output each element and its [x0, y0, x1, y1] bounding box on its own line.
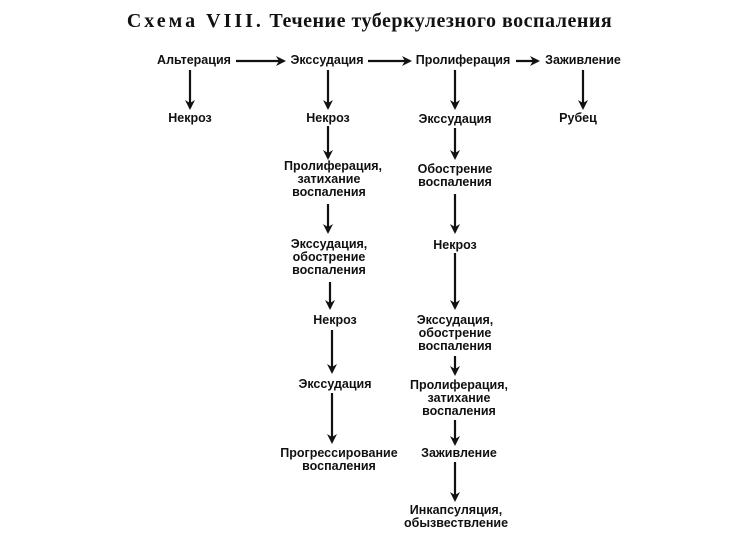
node-c2-progression: Прогрессирование воспаления [280, 446, 398, 473]
node-c2-exudation: Экссудация [298, 377, 372, 391]
title-lead: Схема VIII. [126, 10, 264, 32]
node-c3-proliferation: Пролиферация, затихание воспаления [409, 378, 509, 418]
node-c2-exudation-aggravation: Экссудация, обострение воспаления [290, 237, 368, 277]
node-proliferation-top: Пролиферация [415, 53, 511, 67]
node-c3-necrosis: Некроз [433, 238, 477, 252]
node-c3-exudation: Экссудация [418, 112, 492, 126]
node-c3-healing: Заживление [421, 446, 497, 460]
node-c2-proliferation: Пролиферация, затихание воспаления [284, 159, 383, 199]
node-c3-encapsulation: Инкапсуляция, обызвествление [403, 503, 509, 530]
node-c3-exudation-aggravation: Экссудация, обострение воспаления [416, 313, 494, 353]
node-c2-necrosis-2: Некроз [313, 313, 357, 327]
node-c3-aggravation: Обострение воспаления [417, 162, 493, 189]
node-exudation-top: Экссудация [290, 53, 364, 67]
title-main: Течение туберкулезного воспаления [269, 10, 613, 32]
diagram-title: Схема VIII. Течение туберкулезного воспа… [0, 10, 739, 33]
node-healing-top: Заживление [545, 53, 621, 67]
node-c1-necrosis: Некроз [168, 111, 212, 125]
node-c2-necrosis-1: Некроз [306, 111, 350, 125]
node-alteration: Альтерация [157, 53, 231, 67]
node-c4-scar: Рубец [559, 111, 597, 125]
